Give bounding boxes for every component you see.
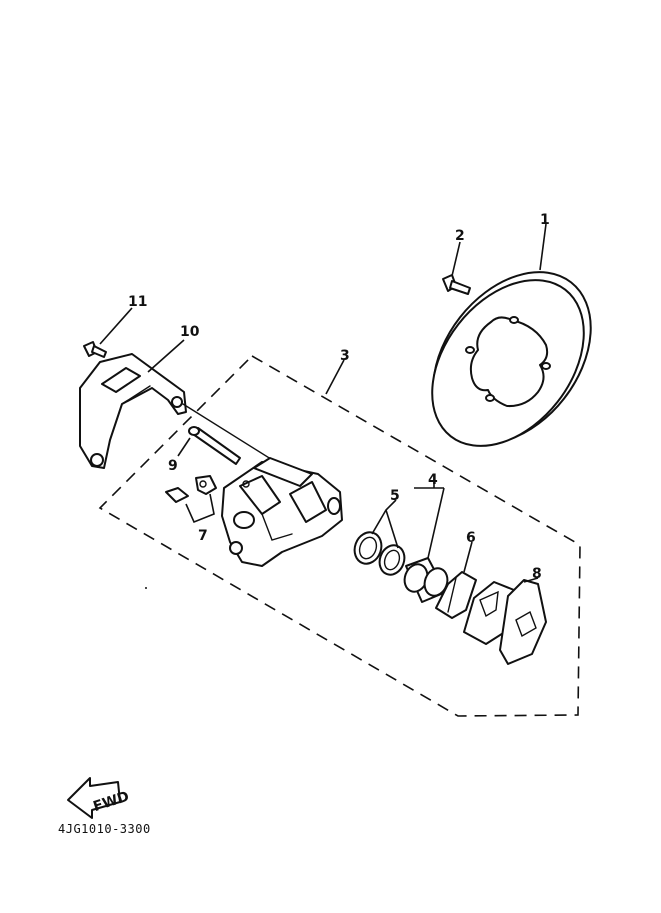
- leader-2: [451, 241, 461, 277]
- caliper-body: [221, 457, 343, 567]
- brake-disc: [431, 271, 592, 447]
- catalog-code: 4JG1010-3300: [58, 822, 151, 836]
- callout-3: 3: [340, 348, 350, 364]
- callout-4: 4: [428, 472, 438, 488]
- disc-bolt: [442, 274, 471, 295]
- fwd-arrow-icon: FWD: [67, 777, 131, 819]
- leader-10: [147, 339, 185, 373]
- callout-8: 8: [532, 566, 542, 582]
- leader-7: [185, 493, 215, 524]
- leader-1: [539, 223, 547, 271]
- caliper-assembly-boundary: [98, 355, 581, 717]
- leader-8: [523, 577, 539, 583]
- bleed-screw: [165, 475, 217, 503]
- callout-7: 7: [198, 528, 208, 544]
- leader-5: [371, 499, 399, 549]
- callout-5: 5: [390, 488, 400, 504]
- piston-seals: [353, 531, 406, 576]
- leader-11: [99, 307, 133, 345]
- speck: [145, 587, 147, 589]
- leader-6: [463, 541, 473, 573]
- callout-2: 2: [455, 228, 465, 244]
- pad-spring: [435, 571, 477, 619]
- callout-1: 1: [540, 212, 550, 228]
- leader-9: [177, 437, 191, 457]
- caliper-bracket: [79, 353, 187, 469]
- leader-3: [325, 359, 345, 395]
- bracket-bolt: [83, 341, 107, 358]
- callout-6: 6: [466, 530, 476, 546]
- caliper-pin: [188, 426, 241, 465]
- callout-11: 11: [128, 294, 147, 310]
- callout-10: 10: [180, 324, 200, 340]
- leader-4: [414, 474, 445, 559]
- callout-9: 9: [168, 458, 178, 474]
- brake-pads: [463, 579, 547, 665]
